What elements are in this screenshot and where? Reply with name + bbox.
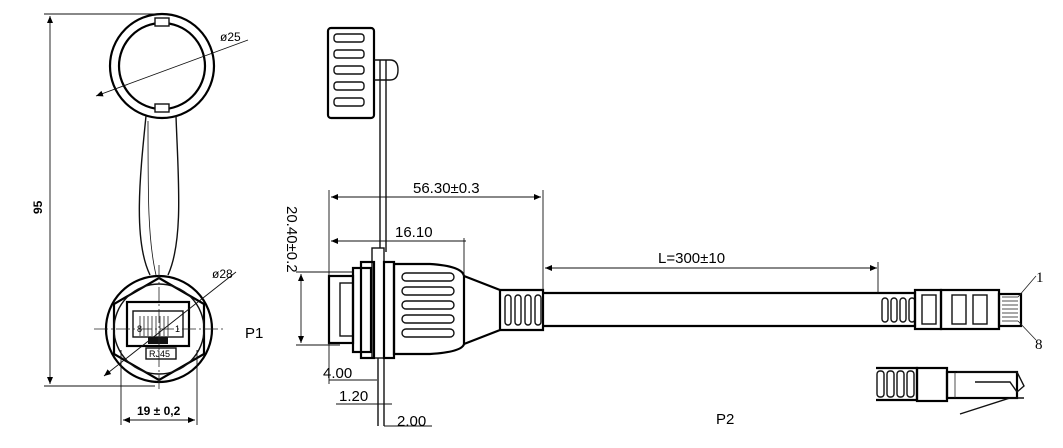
p2-view-label: P2 xyxy=(716,411,734,428)
p2-coupling-nut xyxy=(392,262,466,356)
p2-dim-panel-gap-text: 4.00 xyxy=(323,365,352,382)
p2-dim-overall-length-text: 56.30±0.3 xyxy=(413,180,480,197)
p2-dim-thread-length-text: 16.10 xyxy=(395,224,433,241)
p1-dim-width-text: 19 ± 0,2 xyxy=(137,404,181,418)
p2-dim-offset: 2.00 xyxy=(384,413,432,430)
p2-plug-contacts xyxy=(1002,296,1018,322)
p1-dim-total-height: 95 xyxy=(31,13,160,387)
p2-rj45-plug: 1 8 xyxy=(878,270,1044,353)
p1-dim-cap-diameter-text: ø25 xyxy=(220,30,241,44)
p2-dim-cable-length-text: L=300±10 xyxy=(658,250,725,267)
p2-pin-bottom-label: 8 xyxy=(1035,337,1043,353)
p2-cable xyxy=(543,291,878,328)
p1-dim-flange-diameter-text: ø28 xyxy=(212,267,233,281)
p1-port-label: RJ45 xyxy=(149,349,170,359)
p1-front-view: 8 1 RJ45 95 ø25 ø28 xyxy=(31,12,263,425)
p2-pin-top-label: 1 xyxy=(1036,270,1044,286)
p2-plug-side-view xyxy=(876,366,1025,415)
p1-dim-total-height-text: 95 xyxy=(31,200,45,214)
p1-view-label: P1 xyxy=(245,325,263,342)
p2-side-view: 1 8 56.30±0.3 16.10 xyxy=(283,26,1044,430)
p1-dim-width: 19 ± 0,2 xyxy=(120,350,198,425)
p2-dim-panel-thickness: 1.20 xyxy=(336,388,392,405)
p1-dim-flange-diameter: ø28 xyxy=(103,267,237,377)
p1-dim-cap-diameter: ø25 xyxy=(95,30,249,97)
p1-flange-hexagon: 8 1 RJ45 xyxy=(94,265,224,392)
p1-dust-cap xyxy=(108,12,216,120)
p2-dim-overall-length: 56.30±0.3 xyxy=(328,180,544,290)
p2-front-flange xyxy=(327,260,396,360)
p2-dust-cap xyxy=(326,26,399,120)
p2-dim-cable-length: L=300±10 xyxy=(545,250,879,293)
p2-dim-offset-text: 2.00 xyxy=(397,413,426,430)
p2-dim-panel-gap: 4.00 xyxy=(323,343,377,384)
p2-dim-thread-length: 16.10 xyxy=(331,224,466,276)
p2-dim-body-height: 20.40±0.2 xyxy=(283,206,353,346)
p2-dim-panel-thickness-text: 1.20 xyxy=(339,388,368,405)
p1-strap xyxy=(138,115,180,276)
p1-pin-contacts xyxy=(139,316,169,336)
p2-strain-relief xyxy=(463,274,545,346)
p2-dim-body-height-text: 20.40±0.2 xyxy=(283,206,300,273)
